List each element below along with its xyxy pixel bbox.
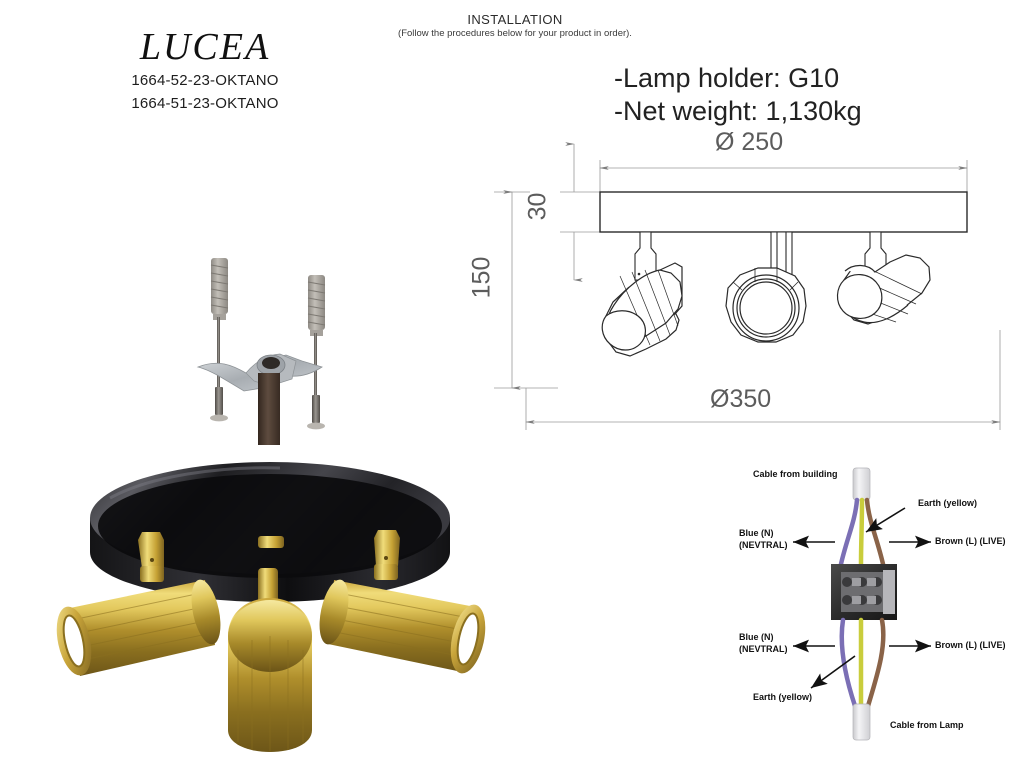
label-cable-from-building: Cable from building — [753, 469, 838, 479]
label-neutral-top-line1: Blue (N) — [739, 528, 774, 538]
spotlight-right-photo — [319, 530, 486, 674]
mounting-hardware-illustration — [170, 255, 370, 450]
label-live-top: Brown (L) (LIVE) — [935, 536, 1006, 546]
dim-overall-diameter: Ø350 — [710, 385, 772, 413]
product-code-2: 1664-51-23-OKTANO — [131, 95, 279, 112]
mounting-hardware-svg — [196, 258, 326, 445]
screw-right — [307, 333, 325, 430]
specifications: -Lamp holder: G10 -Net weight: 1,130kg — [614, 62, 862, 128]
terminal-block — [831, 564, 897, 620]
spotlight-left-photo — [56, 532, 221, 676]
wall-plug-left — [210, 258, 229, 320]
ceiling-base-plate — [90, 462, 450, 602]
label-neutral-bottom-line1: Blue (N) — [739, 632, 774, 642]
spec-net-weight: -Net weight: 1,130kg — [614, 95, 862, 126]
brand-block: LUCEA 1664-52-23-OKTANO 1664-51-23-OKTAN… — [80, 28, 330, 112]
screw-left — [210, 317, 228, 422]
technical-drawing-svg — [494, 142, 1001, 430]
label-earth-bottom: Earth (yellow) — [753, 692, 813, 702]
wires-top — [838, 497, 886, 567]
page-subtitle: (Follow the procedures below for your pr… — [398, 28, 632, 39]
page-title: INSTALLATION — [467, 12, 563, 27]
spotlight-right-drawing — [836, 254, 931, 325]
label-neutral-bottom-line2: (NEVTRAL) — [739, 644, 788, 654]
wiring-diagram: Cable from building Earth (yellow) Blue … — [735, 460, 1020, 768]
label-cable-from-lamp: Cable from Lamp — [890, 720, 964, 730]
wall-plug-right — [307, 275, 326, 336]
wires-bottom — [839, 617, 886, 709]
dim-plate-thickness: 30 — [523, 192, 552, 221]
dim-plate-diameter: Ø 250 — [715, 128, 784, 156]
spotlight-center-drawing — [725, 267, 807, 343]
header: INSTALLATION (Follow the procedures belo… — [350, 12, 680, 39]
brand-name: LUCEA — [139, 26, 271, 68]
spotlight-left-drawing — [601, 262, 683, 357]
cable-sheath-top — [852, 467, 871, 501]
product-code-1: 1664-52-23-OKTANO — [131, 72, 279, 89]
product-photo-svg — [56, 462, 486, 752]
center-rod — [258, 373, 280, 445]
label-earth-top: Earth (yellow) — [918, 498, 978, 508]
spec-lamp-holder: -Lamp holder: G10 — [614, 63, 840, 93]
technical-drawing: Ø 250 30 150 Ø350 — [467, 128, 1020, 450]
wiring-diagram-svg — [793, 467, 931, 741]
label-neutral-top-line2: (NEVTRAL) — [739, 540, 788, 550]
dim-drop-height: 150 — [467, 256, 496, 299]
product-photo-illustration — [0, 440, 540, 768]
spotlight-center-photo — [228, 536, 312, 752]
cable-sheath-bottom — [852, 703, 871, 741]
label-live-bottom: Brown (L) (LIVE) — [935, 640, 1006, 650]
